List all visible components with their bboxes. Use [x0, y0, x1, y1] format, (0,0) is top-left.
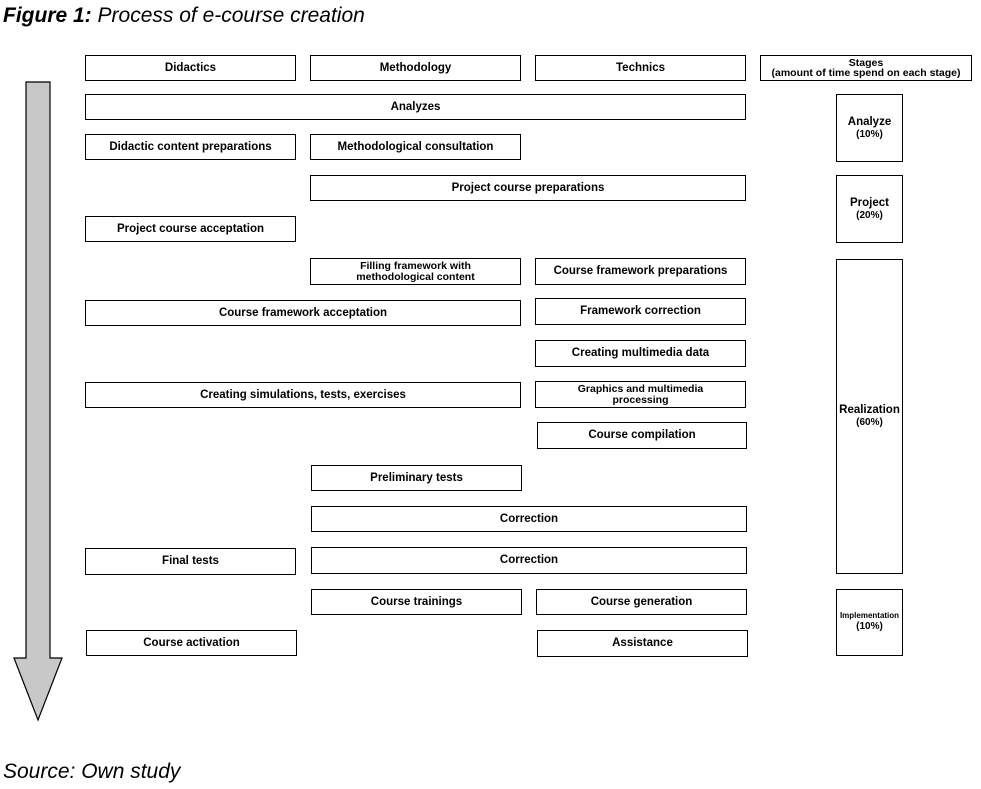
step-graphics-multimedia-processing: Graphics and multimedia processing: [535, 381, 746, 408]
step-correction-2-label: Correction: [499, 554, 559, 567]
stages-title: Stages: [848, 56, 884, 69]
step-preliminary-tests-label: Preliminary tests: [370, 471, 463, 484]
step-course-activation-label: Course activation: [143, 636, 240, 649]
figure-label: Figure 1:: [3, 4, 92, 27]
step-course-framework-preparations: Course framework preparations: [535, 258, 746, 285]
step-project-course-preparations: Project course preparations: [310, 175, 746, 201]
step-project-course-acceptation-label: Project course acceptation: [117, 222, 264, 235]
figure-title: Process of e-course creation: [97, 4, 365, 27]
step-course-framework-acceptation-label: Course framework acceptation: [218, 306, 388, 319]
step-filling-framework-line1: Filling framework with: [360, 260, 471, 272]
step-final-tests: Final tests: [85, 548, 296, 575]
column-header-methodology: Methodology: [310, 55, 521, 81]
stage-realization-name: Realization: [839, 404, 900, 417]
stage-analyze-name: Analyze: [847, 115, 892, 128]
step-correction-1-label: Correction: [499, 512, 559, 525]
step-filling-framework-line2: methodological content: [356, 270, 475, 283]
stage-project-name: Project: [850, 196, 889, 209]
step-framework-correction-label: Framework correction: [580, 305, 701, 318]
stage-project-pct: (20%): [856, 209, 883, 221]
stage-analyze: Analyze (10%): [836, 94, 903, 162]
stage-analyze-pct: (10%): [856, 128, 883, 140]
step-analyzes: Analyzes: [85, 94, 746, 120]
step-course-compilation: Course compilation: [537, 422, 747, 449]
step-assistance: Assistance: [537, 630, 748, 657]
step-graphics-line2: processing: [612, 393, 669, 406]
stage-implementation: Implementation (10%): [836, 589, 903, 656]
step-filling-framework: Filling framework with methodological co…: [310, 258, 521, 285]
step-creating-multimedia-data: Creating multimedia data: [535, 340, 746, 367]
step-didactic-content-preparations: Didactic content preparations: [85, 134, 296, 160]
step-correction-2: Correction: [311, 547, 747, 574]
column-header-didactics-label: Didactics: [164, 61, 217, 74]
step-course-framework-preparations-label: Course framework preparations: [553, 265, 728, 278]
step-didactic-content-preparations-label: Didactic content preparations: [109, 140, 272, 153]
step-analyzes-label: Analyzes: [390, 100, 441, 113]
step-course-activation: Course activation: [86, 630, 297, 656]
step-assistance-label: Assistance: [612, 637, 673, 650]
step-framework-correction: Framework correction: [535, 298, 746, 325]
step-creating-multimedia-data-label: Creating multimedia data: [571, 347, 710, 360]
column-header-stages: Stages (amount of time spend on each sta…: [760, 55, 972, 81]
step-course-generation: Course generation: [536, 589, 747, 615]
figure-caption: Figure 1: Process of e-course creation: [3, 4, 365, 28]
column-header-technics-label: Technics: [616, 61, 665, 74]
column-header-technics: Technics: [535, 55, 746, 81]
step-course-compilation-label: Course compilation: [588, 429, 696, 442]
stage-implementation-name: Implementation: [839, 611, 900, 621]
step-graphics-line1: Graphics and multimedia: [577, 383, 704, 395]
stages-subtitle: (amount of time spend on each stage): [771, 67, 961, 79]
step-methodological-consultation: Methodological consultation: [310, 134, 521, 160]
step-course-framework-acceptation: Course framework acceptation: [85, 300, 521, 326]
source-note: Source: Own study: [3, 760, 181, 783]
column-header-didactics: Didactics: [85, 55, 296, 81]
column-header-methodology-label: Methodology: [379, 61, 452, 74]
stage-realization: Realization (60%): [836, 259, 903, 574]
stage-project: Project (20%): [836, 175, 903, 243]
step-correction-1: Correction: [311, 506, 747, 532]
step-project-course-acceptation: Project course acceptation: [85, 216, 296, 242]
step-creating-simulations-label: Creating simulations, tests, exercises: [200, 388, 406, 401]
step-project-course-preparations-label: Project course preparations: [451, 181, 605, 194]
step-methodological-consultation-label: Methodological consultation: [337, 140, 494, 153]
step-course-generation-label: Course generation: [590, 595, 693, 608]
step-course-trainings-label: Course trainings: [370, 595, 463, 608]
step-preliminary-tests: Preliminary tests: [311, 465, 522, 491]
timeline-arrow-shape: [13, 81, 63, 722]
step-creating-simulations: Creating simulations, tests, exercises: [85, 382, 521, 408]
step-course-trainings: Course trainings: [311, 589, 522, 615]
step-final-tests-label: Final tests: [162, 555, 219, 568]
stage-realization-pct: (60%): [856, 417, 883, 429]
stage-implementation-pct: (10%): [856, 621, 883, 633]
